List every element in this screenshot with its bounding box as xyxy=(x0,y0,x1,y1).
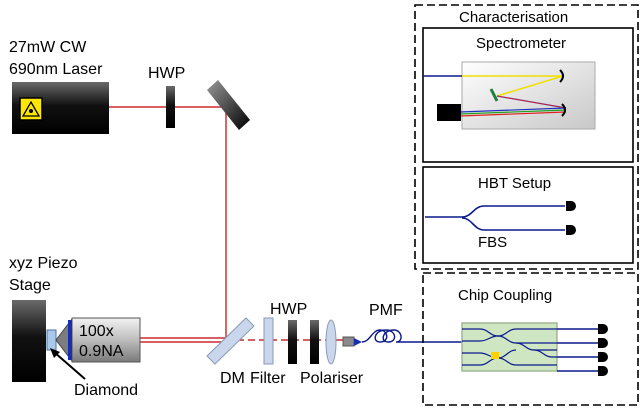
objective-label-line2: 0.9NA xyxy=(79,343,124,360)
piezo-stage xyxy=(12,300,46,382)
fbs-label: FBS xyxy=(478,234,507,251)
filter xyxy=(263,317,274,365)
dm-label: DM xyxy=(220,370,245,387)
chip-coupling-title: Chip Coupling xyxy=(458,287,552,304)
stage-label-line1: xyz Piezo xyxy=(9,255,78,272)
detector-icon xyxy=(566,225,576,235)
hwp-top-label: HWP xyxy=(148,65,185,82)
spectrometer-diagram xyxy=(423,61,596,130)
diamond-pointer-arrow xyxy=(50,348,86,380)
hbt-panel xyxy=(422,166,634,264)
detector-icon xyxy=(566,201,576,211)
coupling-lens xyxy=(325,319,337,365)
hwp-bottom-label: HWP xyxy=(270,301,307,318)
pmf-fiber xyxy=(361,329,462,343)
characterisation-panel xyxy=(414,4,639,270)
photonic-chip xyxy=(461,322,558,372)
chip-coupling-panel xyxy=(422,272,639,406)
fiber-coupler xyxy=(342,336,355,347)
polariser xyxy=(310,320,319,364)
diamond xyxy=(46,329,57,351)
dichroic-mirror xyxy=(206,317,255,365)
characterisation-title: Characterisation xyxy=(459,9,568,26)
hbt-title: HBT Setup xyxy=(478,175,551,192)
chip-output-fibers xyxy=(557,328,598,372)
spectrometer-panel xyxy=(422,27,634,163)
polariser-label: Polariser xyxy=(300,370,364,387)
detector-icon xyxy=(598,338,608,348)
filter-label: Filter xyxy=(250,370,286,387)
stage-label-line2: Stage xyxy=(9,277,51,294)
mirror xyxy=(207,80,250,130)
hwp-bottom xyxy=(288,320,297,364)
chip-source-dot xyxy=(491,352,499,359)
hbt-fiber-splitter xyxy=(425,205,565,231)
objective-label-line1: 100x xyxy=(79,323,114,340)
diamond-label: Diamond xyxy=(74,382,138,399)
detector-icon xyxy=(598,352,608,362)
laser xyxy=(12,82,109,134)
hwp-top xyxy=(166,86,175,128)
detector-icon xyxy=(598,324,608,334)
laser-label-line1: 27mW CW xyxy=(9,39,87,56)
detector-icon xyxy=(598,366,608,376)
pmf-label: PMF xyxy=(369,302,403,319)
laser-label-line2: 690nm Laser xyxy=(9,61,103,78)
objective-lens xyxy=(55,317,141,363)
spectrometer-title: Spectrometer xyxy=(476,35,566,52)
